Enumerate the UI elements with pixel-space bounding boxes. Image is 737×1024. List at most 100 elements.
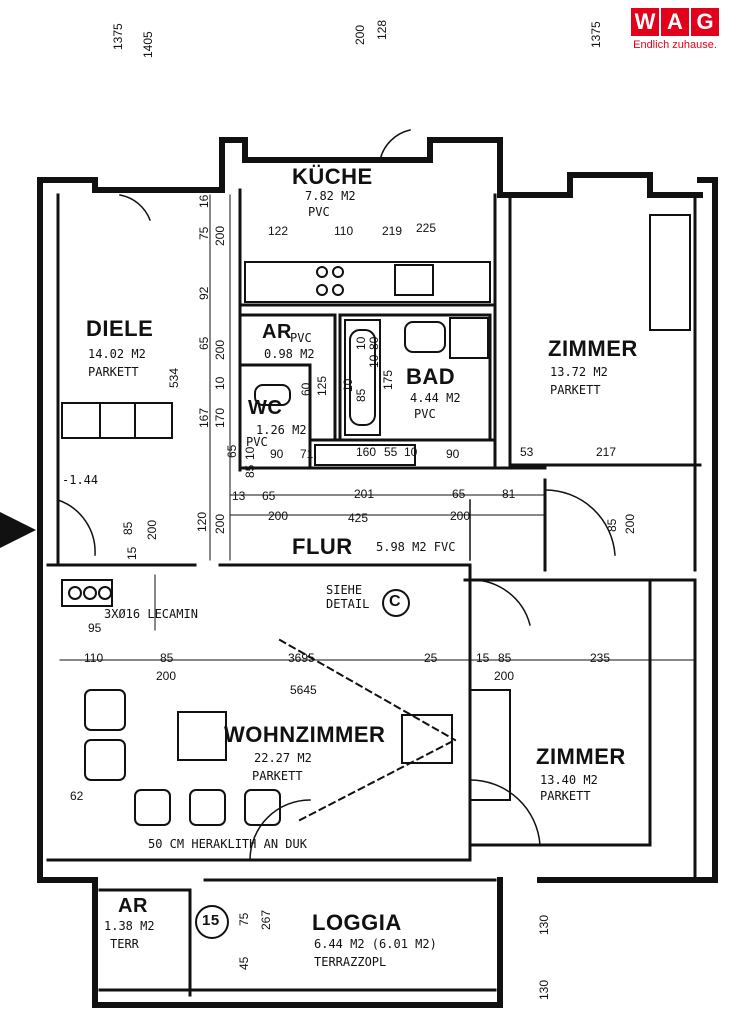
dim-mid-1: 90: [270, 447, 284, 461]
dimension-lines: [59, 194, 696, 661]
room-area-zimmer2: 13.40 M2: [540, 773, 598, 787]
detail-marker: [382, 589, 410, 617]
dim-loggia-3: 45: [237, 956, 251, 970]
dim-kueche-6: 200: [213, 225, 227, 246]
zimmer1-cabinet: [649, 214, 691, 331]
dim-bad-8: 60: [299, 382, 313, 396]
dim-bad-1: 10: [354, 336, 368, 350]
dim-flur-3: 200: [450, 509, 471, 523]
dim-flur-12: 10: [243, 446, 257, 460]
room-name-wc: WC: [248, 397, 283, 419]
dim-bad-4: 85: [354, 388, 368, 402]
dim-flur-8: 85: [605, 518, 619, 532]
room-area-wohnzimmer: 22.27 M2: [254, 751, 312, 765]
dim-bad-3: 10: [367, 354, 381, 368]
logo-letter-a: A: [661, 8, 689, 36]
dim-mid-3: 160: [356, 445, 377, 459]
room-area-diele: 14.02 M2: [88, 347, 146, 361]
dim-wohn-5: 3695: [288, 651, 315, 665]
dim-top-5: 1375: [589, 21, 603, 48]
room-name-loggia: LOGGIA: [312, 910, 402, 935]
kitchen-fittings: [244, 261, 491, 303]
dim-top-2: 1405: [141, 31, 155, 58]
room-area-loggia: 6.44 M2 (6.01 M2): [314, 937, 437, 951]
dim-zimmer2-2: 85: [498, 651, 512, 665]
dim-diele-6: 170: [213, 407, 227, 428]
wardrobe: [61, 402, 173, 439]
dim-mid-6: 90: [446, 447, 460, 461]
room-name-diele: DIELE: [86, 316, 154, 341]
dim-bad-5: 175: [381, 369, 395, 390]
dim-wohn-6: 5645: [290, 683, 317, 697]
dim-loggia-1: 75: [237, 912, 251, 926]
room-floor-bad: PVC: [414, 407, 436, 421]
dim-mid-2: 71: [300, 447, 314, 461]
dim-zimmer2-4: 235: [590, 651, 611, 665]
room-name-zimmer1: ZIMMER: [548, 336, 638, 361]
dim-flur-4: 120: [195, 511, 209, 532]
dim-wohn-2: 110: [84, 651, 104, 665]
room-name-ar2: AR: [118, 895, 148, 917]
note-heraklith: 50 CM HERAKLITH AN DUK: [148, 837, 307, 851]
dim-flur-13: 65: [225, 444, 239, 458]
wag-logo: W A G Endlich zuhause.: [621, 8, 729, 51]
room-floor-wc: PVC: [246, 435, 268, 449]
dim-loggia-5: 130: [537, 979, 551, 1000]
dim-mid-8: 217: [596, 445, 617, 459]
dim-zimmer2-1: 15: [476, 651, 490, 665]
dim-wohn-3: 85: [160, 651, 174, 665]
living-furniture: [61, 579, 457, 826]
dim-top-4: 128: [375, 19, 389, 40]
dim-top-1: 1375: [111, 23, 125, 50]
logo-tagline: Endlich zuhause.: [633, 39, 717, 51]
room-name-bad: BAD: [406, 364, 456, 389]
logo-letter-w: W: [631, 8, 659, 36]
stair-marker: [195, 905, 229, 939]
room-floor-ar2: TERR: [110, 937, 139, 951]
dim-diele-3: 200: [213, 339, 227, 360]
dim-diele-7: 10: [213, 376, 227, 390]
dim-mid-9: 13: [232, 489, 246, 503]
detail-marker-label: C: [389, 593, 402, 610]
room-name-zimmer2: ZIMMER: [536, 744, 626, 769]
inner-walls: [46, 188, 702, 997]
dim-diele-2: 65: [197, 336, 211, 350]
room-name-kueche: KÜCHE: [292, 164, 373, 189]
dim-flur-9: 200: [623, 513, 637, 534]
dim-mid-13: 81: [502, 487, 516, 501]
dim-mid-10: 65: [262, 489, 276, 503]
dim-flur-6: 85: [121, 521, 135, 535]
level-marker: -1.44: [62, 473, 99, 487]
dim-mid-12: 65: [452, 487, 466, 501]
room-name-ar1: AR: [262, 321, 292, 343]
dim-loggia-4: 130: [537, 914, 551, 935]
dim-mid-11: 201: [354, 487, 375, 501]
dim-flur-11: 85: [243, 464, 257, 478]
dim-mid-5: 10: [404, 445, 418, 459]
room-floor-diele: PARKETT: [88, 365, 139, 379]
dim-kueche-5: 75: [197, 226, 211, 240]
room-floor-kueche: PVC: [308, 205, 330, 219]
dim-flur-10: 15: [125, 546, 139, 560]
note-detail: DETAIL: [326, 597, 370, 611]
dim-wohn-8: 62: [70, 789, 84, 803]
entrance-arrow-icon: [0, 512, 36, 548]
dim-bad-7: 125: [315, 375, 329, 396]
dim-flur-1: 200: [268, 509, 289, 523]
bath-fittings: [254, 317, 489, 466]
room-name-flur: FLUR: [292, 534, 353, 559]
room-area-ar2: 1.38 M2: [104, 919, 155, 933]
room-area-zimmer1: 13.72 M2: [550, 365, 608, 379]
logo-letter-g: G: [691, 8, 719, 36]
dim-mid-4: 55: [384, 445, 398, 459]
note-siehe: SIEHE: [326, 583, 363, 597]
dim-zimmer2-3: 200: [494, 669, 515, 683]
room-area-ar1: 0.98 M2: [264, 347, 315, 361]
zimmer2-furniture: [469, 689, 511, 801]
dim-wohn-7: 25: [424, 651, 438, 665]
dim-kueche-4: 225: [416, 221, 437, 235]
dim-wohn-1: 95: [88, 621, 102, 635]
dim-bad-2: 80: [367, 336, 381, 350]
dim-wohn-4: 200: [156, 669, 177, 683]
